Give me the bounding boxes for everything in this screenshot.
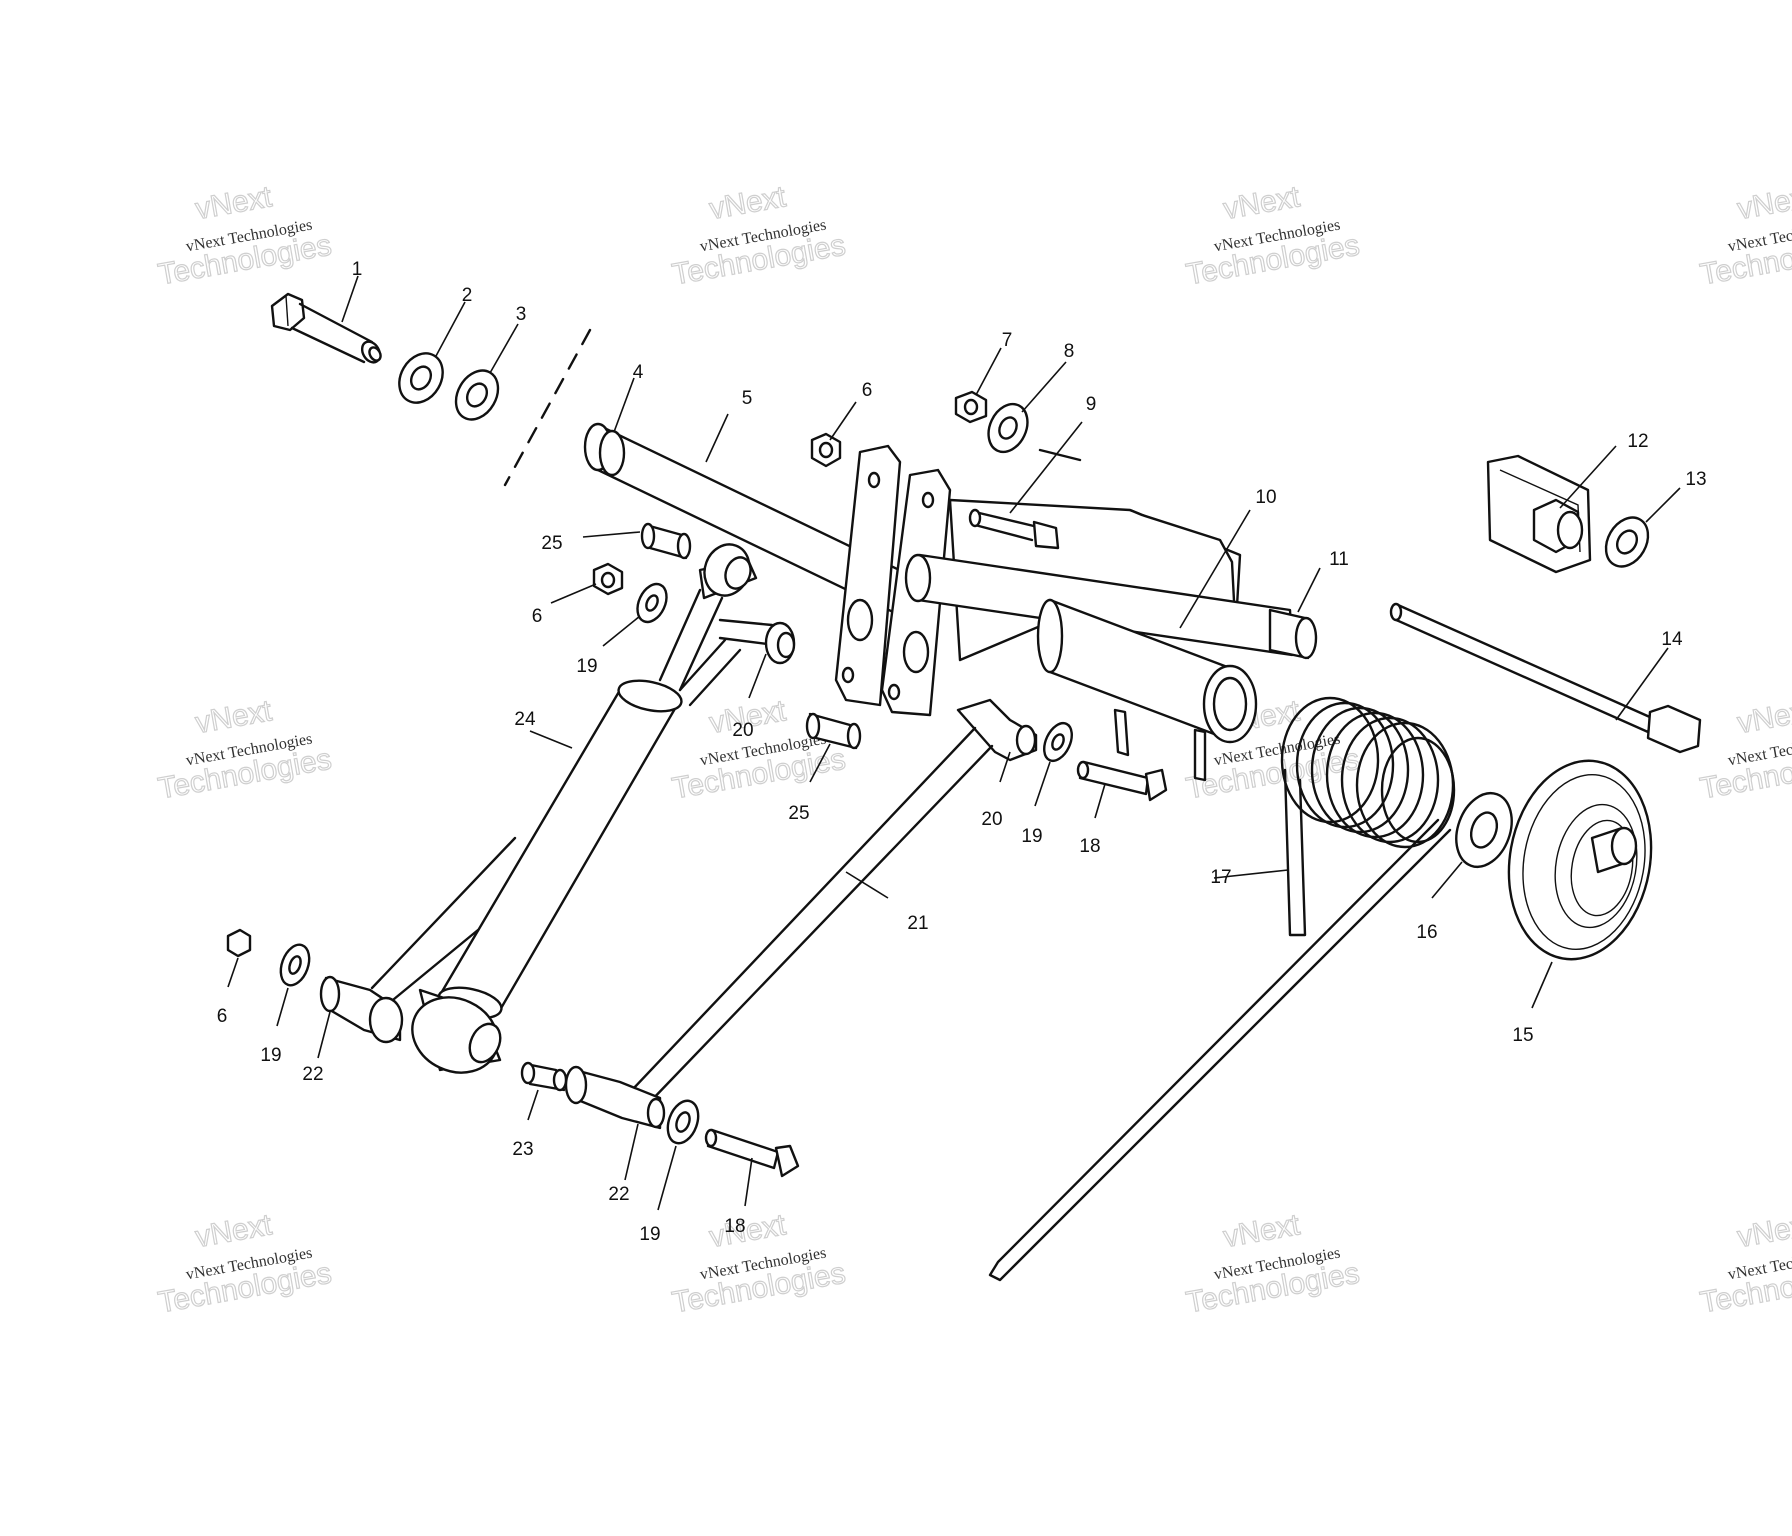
callout-4: 4 (633, 362, 644, 383)
callout-25-mid: 25 (788, 803, 809, 824)
part-1-bolt (270, 292, 382, 364)
callout-20-right: 20 (981, 809, 1002, 830)
callout-16: 16 (1416, 922, 1437, 943)
part-6-nut-upper (810, 432, 842, 468)
callout-3: 3 (516, 304, 527, 325)
part-12-block (1486, 454, 1592, 574)
callout-10: 10 (1255, 487, 1276, 508)
callout-labels: 1 2 3 4 5 6 7 8 9 10 11 12 13 14 25 6 19… (217, 259, 1707, 1245)
watermark-line1: vNext (193, 694, 275, 740)
part-7-nut (954, 390, 988, 424)
part-8-washer (987, 402, 1029, 454)
callout-20-left: 20 (732, 720, 753, 741)
callout-22-lower: 22 (608, 1184, 629, 1205)
callout-19-upper: 19 (576, 656, 597, 677)
callout-6-upper: 6 (862, 380, 873, 401)
callout-19-left: 19 (260, 1045, 281, 1066)
watermark-line1: vNext (1221, 180, 1303, 226)
callout-17: 17 (1210, 867, 1231, 888)
part-6-nut-mid (592, 562, 624, 596)
part-2-washer (398, 352, 444, 404)
callout-6-mid: 6 (532, 606, 543, 627)
part-19-washer-left (279, 943, 311, 987)
watermark-line1: vNext (1735, 180, 1792, 226)
part-13-washer (1604, 516, 1650, 568)
leader-lines (227, 275, 1681, 1211)
part-23-bushing (520, 1061, 568, 1092)
part-16-washer (1455, 792, 1513, 868)
callout-5: 5 (742, 388, 753, 409)
part-19-washer-mid (1043, 721, 1073, 763)
callout-9: 9 (1086, 394, 1097, 415)
callout-19-lower: 19 (639, 1224, 660, 1245)
callout-14: 14 (1661, 629, 1683, 650)
callout-7: 7 (1002, 330, 1013, 351)
part-17-spring (988, 696, 1456, 1282)
watermark-line1: vNext (707, 1208, 789, 1254)
callout-19-mid: 19 (1021, 826, 1042, 847)
callout-2: 2 (462, 285, 473, 306)
watermark-line1: vNext (707, 180, 789, 226)
center-line (503, 328, 592, 487)
callout-6-left: 6 (217, 1006, 228, 1027)
callout-22-left: 22 (302, 1064, 323, 1085)
watermark-line1: vNext (193, 1208, 275, 1254)
part-15-wheel (1507, 759, 1653, 961)
part-9-bolt (968, 508, 1060, 550)
watermark-line1: vNext (1735, 1208, 1792, 1254)
watermark-line1: vNext (1735, 694, 1792, 740)
part-14-bolt (1389, 602, 1702, 754)
part-25-bushing-top (640, 522, 692, 560)
part-22-link-left (319, 836, 517, 1044)
watermark-line1: vNext (1221, 1208, 1303, 1254)
callout-23: 23 (512, 1139, 533, 1160)
callout-1: 1 (352, 259, 363, 280)
main-axle-assembly (583, 422, 1318, 782)
part-18-bolt-lower (704, 1128, 800, 1178)
part-24-shock (411, 543, 796, 1074)
watermark-line1: vNext (193, 180, 275, 226)
callout-18-lower: 18 (724, 1216, 745, 1237)
callout-13: 13 (1685, 469, 1706, 490)
callout-15: 15 (1512, 1025, 1533, 1046)
part-6-nut-left (226, 928, 252, 958)
part-9-pin (1038, 448, 1082, 462)
callout-8: 8 (1064, 341, 1075, 362)
callout-11: 11 (1329, 549, 1349, 570)
part-19-washer-lower (666, 1099, 700, 1145)
callout-12: 12 (1627, 431, 1648, 452)
callout-21: 21 (907, 913, 928, 934)
callout-24: 24 (514, 709, 536, 730)
part-21-rod (564, 698, 1038, 1130)
callout-25-upper: 25 (541, 533, 562, 554)
part-25-bushing-mid (805, 712, 862, 750)
callout-18-upper: 18 (1079, 836, 1100, 857)
part-3-washer (454, 369, 500, 421)
part-19-washer-upper (636, 582, 668, 624)
part-18-bolt-upper (1076, 760, 1168, 802)
